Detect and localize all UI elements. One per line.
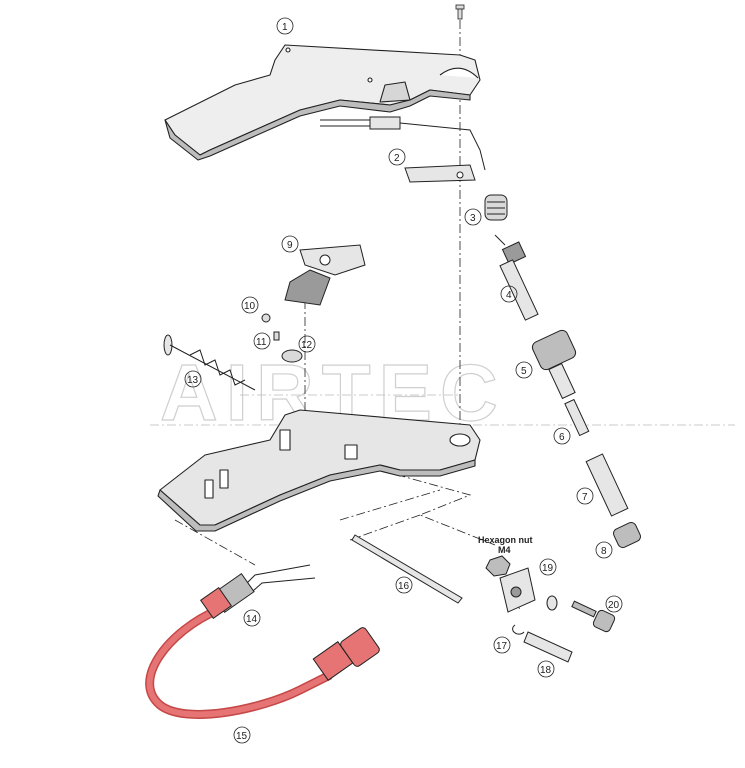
callout-19: 19 — [542, 563, 554, 574]
callout-11: 11 — [256, 337, 267, 348]
small-pins — [261, 313, 280, 341]
thumb-screw — [571, 600, 616, 633]
callout-8-circle — [595, 541, 613, 559]
callout-20: 20 — [608, 600, 620, 611]
callout-1: 1 — [282, 22, 288, 33]
callout-12: 12 — [301, 340, 313, 351]
callout-6-circle — [553, 427, 571, 445]
callout-13-circle — [184, 370, 202, 388]
callout-9-circle — [281, 235, 299, 253]
callout-15-circle — [233, 726, 251, 744]
callout-5-circle — [515, 361, 533, 379]
callout-10: 10 — [244, 301, 256, 312]
nozzle-cap — [613, 522, 641, 548]
callout-15: 15 — [236, 731, 248, 742]
torch-head — [531, 329, 577, 400]
callout-6: 6 — [559, 432, 565, 443]
callout-4: 4 — [506, 290, 512, 301]
callout-17-circle — [493, 636, 511, 654]
upper-handle-shell — [164, 44, 481, 161]
callout-11-circle — [253, 332, 271, 350]
hexagon-nut-label: Hexagon nut — [478, 535, 533, 545]
highlighted-cable — [145, 586, 380, 719]
spring-part — [484, 194, 508, 221]
callout-16: 16 — [398, 581, 410, 592]
callout-2: 2 — [394, 153, 400, 164]
hexagon-nut-size: M4 — [498, 545, 511, 555]
rod — [351, 534, 463, 604]
top-screw — [455, 4, 465, 20]
callout-12-circle — [298, 335, 316, 353]
callout-1-circle — [276, 17, 294, 35]
lower-handle-shell — [157, 409, 481, 532]
callout-3-circle — [464, 208, 482, 226]
callout-17: 17 — [496, 641, 508, 652]
circlip — [512, 624, 525, 635]
callout-20-circle — [605, 595, 623, 613]
hexagon-nut — [485, 555, 511, 577]
callout-7: 7 — [582, 492, 588, 503]
magnet — [281, 349, 303, 363]
callout-3: 3 — [470, 213, 476, 224]
spring-rod — [163, 334, 256, 391]
locating-pin — [523, 631, 573, 663]
callout-13: 13 — [187, 375, 199, 386]
contact-plate — [404, 164, 476, 183]
callout-14-circle — [243, 609, 261, 627]
mount-bracket — [499, 567, 536, 613]
trigger-switch — [284, 244, 366, 306]
callout-14: 14 — [246, 614, 258, 625]
callout-8: 8 — [601, 546, 607, 557]
callout-9: 9 — [287, 240, 293, 251]
electrode-holder — [494, 234, 539, 321]
callout-16-circle — [395, 576, 413, 594]
washer — [546, 595, 558, 611]
callout-5: 5 — [521, 366, 527, 377]
callout-18: 18 — [540, 665, 552, 676]
callout-18-circle — [537, 660, 555, 678]
callout-4-circle — [500, 285, 518, 303]
callout-2-circle — [388, 148, 406, 166]
callout-7-circle — [576, 487, 594, 505]
upper-wires — [320, 116, 486, 171]
electrode — [564, 398, 590, 437]
callout-10-circle — [241, 296, 259, 314]
nozzle-tube — [585, 453, 629, 517]
callout-19-circle — [539, 558, 557, 576]
